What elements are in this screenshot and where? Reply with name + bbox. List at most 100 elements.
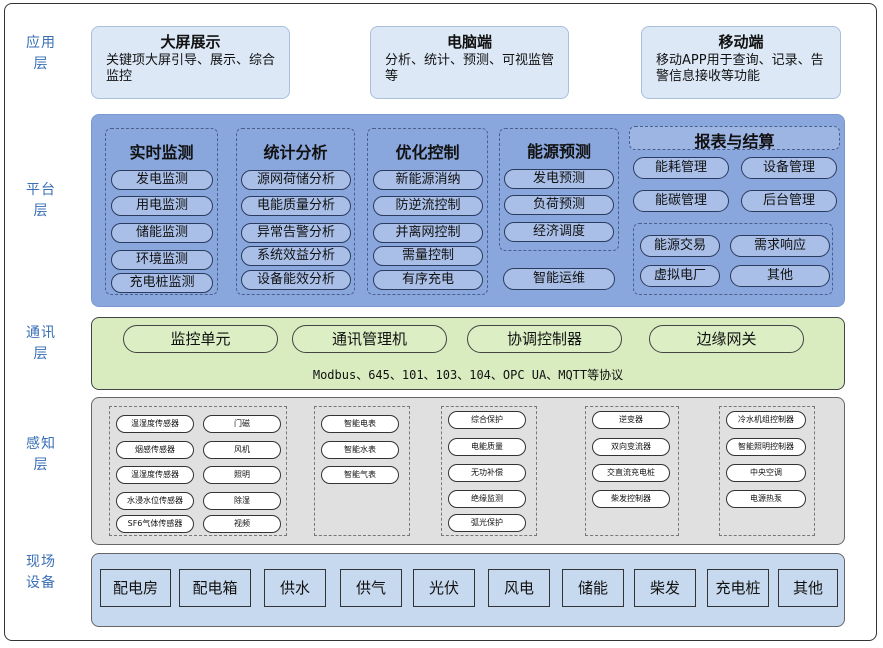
field-device: 供水: [264, 569, 326, 607]
pill: 环境监测: [111, 250, 213, 270]
field-device: 其他: [778, 569, 838, 607]
sensor-group-hvac: 冷水机组控制器 智能照明控制器 中央空调 电源热泵: [719, 406, 815, 536]
pill: 有序充电: [373, 270, 483, 290]
app-desc: 移动APP用于查询、记录、告警信息接收等功能: [656, 53, 824, 84]
pill: 能耗管理: [633, 157, 729, 179]
field-device: 光伏: [413, 569, 475, 607]
app-title: 移动端: [718, 33, 764, 51]
comm-unit: 协调控制器: [467, 325, 622, 353]
sensor-pill: 弧光保护: [448, 514, 526, 532]
group-report-title: 报表与结算: [629, 126, 840, 151]
sensor-pill: SF6气体传感器: [116, 515, 194, 533]
sensor-pill: 交直流充电桩: [592, 464, 670, 482]
app-big-screen: 大屏展示 关键项大屏引导、展示、综合监控: [91, 26, 290, 99]
comm-unit: 边缘网关: [649, 325, 804, 353]
pill: 并离网控制: [373, 223, 483, 243]
sensor-pill: 烟感传感器: [116, 441, 194, 459]
pill: 电能质量分析: [241, 196, 351, 216]
pill: 需量控制: [373, 246, 483, 266]
pill: 发电监测: [111, 170, 213, 190]
sensor-pill: 电能质量: [448, 438, 526, 456]
sensor-group-converters: 逆变器 双向变流器 交直流充电桩 柴发控制器: [585, 406, 679, 536]
field-device: 柴发: [634, 569, 696, 607]
sensor-pill: 综合保护: [448, 411, 526, 429]
field-device: 储能: [562, 569, 624, 607]
sensor-pill: 门磁: [203, 415, 281, 433]
group-forecast: 能源预测 发电预测 负荷预测 经济调度: [499, 128, 619, 251]
pill: 用电监测: [111, 196, 213, 216]
sensor-pill: 冷水机组控制器: [726, 411, 806, 429]
sensor-pill: 无功补偿: [448, 464, 526, 482]
pill: 源网荷储分析: [241, 170, 351, 190]
comm-unit: 通讯管理机: [292, 325, 447, 353]
sensor-pill: 智能水表: [321, 441, 399, 459]
layer-label-perception: 感知层: [26, 436, 56, 473]
group-title: 优化控制: [395, 143, 460, 162]
group-title: 能源预测: [526, 142, 591, 161]
pill: 发电预测: [504, 169, 614, 189]
app-desc: 分析、统计、预测、可视监管等: [385, 53, 555, 84]
pill: 后台管理: [741, 190, 837, 212]
field-device: 供气: [340, 569, 402, 607]
platform-layer: 实时监测 发电监测 用电监测 储能监测 环境监测 充电桩监测 统计分析 源网荷储…: [91, 114, 845, 307]
app-desc: 关键项大屏引导、展示、综合监控: [106, 53, 276, 84]
protocol-text: Modbus、645、101、103、104、OPC UA、MQTT等协议: [312, 368, 624, 382]
pill: 能源交易: [640, 235, 720, 257]
layer-label-application: 应用层: [26, 35, 56, 72]
sensor-pill: 照明: [203, 466, 281, 484]
layer-label-field: 现场设备: [26, 554, 56, 591]
group-title: 实时监测: [129, 143, 194, 162]
sensor-pill: 绝缘监测: [448, 490, 526, 508]
pill: 负荷预测: [504, 195, 614, 215]
field-device: 风电: [488, 569, 550, 607]
app-title: 大屏展示: [160, 33, 221, 51]
sensor-pill: 智能气表: [321, 466, 399, 484]
pill: 储能监测: [111, 223, 213, 243]
sensor-pill: 中央空调: [726, 464, 806, 482]
field-device: 配电箱: [179, 569, 251, 607]
layer-label-communication: 通讯层: [26, 325, 56, 362]
communication-layer: 监控单元 通讯管理机 协调控制器 边缘网关 Modbus、645、101、103…: [91, 317, 845, 390]
sensor-pill: 风机: [203, 441, 281, 459]
sensor-pill: 水浸水位传感器: [116, 492, 194, 510]
app-title: 电脑端: [446, 33, 492, 51]
pill: 设备能效分析: [241, 270, 351, 290]
app-pc: 电脑端 分析、统计、预测、可视监管等: [370, 26, 569, 99]
pill: 新能源消纳: [373, 170, 483, 190]
smart-ops-pill: 智能运维: [503, 268, 615, 290]
sensor-pill: 除湿: [203, 492, 281, 510]
sensor-pill: 柴发控制器: [592, 490, 670, 508]
field-device-layer: 配电房 配电箱 供水 供气 光伏 风电 储能 柴发 充电桩 其他: [91, 553, 845, 627]
sensor-pill: 温湿度传感器: [116, 466, 194, 484]
sensor-pill: 智能电表: [321, 415, 399, 433]
pill: 充电桩监测: [111, 273, 213, 293]
app-mobile: 移动端 移动APP用于查询、记录、告警信息接收等功能: [641, 26, 841, 99]
sensor-group-protection: 综合保护 电能质量 无功补偿 绝缘监测 弧光保护: [441, 406, 537, 536]
pill: 虚拟电厂: [640, 265, 720, 287]
sensor-pill: 逆变器: [592, 411, 670, 429]
group-title: 报表与结算: [694, 132, 775, 151]
group-title: 统计分析: [263, 143, 328, 162]
sensor-group-meters: 智能电表 智能水表 智能气表: [314, 406, 410, 536]
group-optimize: 优化控制 新能源消纳 防逆流控制 并离网控制 需量控制 有序充电: [367, 128, 488, 295]
pill: 其他: [730, 265, 830, 287]
pill: 异常告警分析: [241, 223, 351, 243]
pill: 防逆流控制: [373, 196, 483, 216]
sensor-pill: 双向变流器: [592, 438, 670, 456]
group-trade: 能源交易 需求响应 虚拟电厂 其他: [633, 223, 833, 295]
sensor-pill: 智能照明控制器: [726, 438, 806, 456]
group-stats: 统计分析 源网荷储分析 电能质量分析 异常告警分析 系统效益分析 设备能效分析: [236, 128, 355, 295]
group-realtime: 实时监测 发电监测 用电监测 储能监测 环境监测 充电桩监测: [105, 128, 218, 295]
perception-layer: 温湿度传感器 烟感传感器 温湿度传感器 水浸水位传感器 SF6气体传感器 门磁 …: [91, 397, 845, 545]
sensor-pill: 温湿度传感器: [116, 415, 194, 433]
field-device: 充电桩: [707, 569, 769, 607]
field-device: 配电房: [100, 569, 171, 607]
pill: 设备管理: [741, 157, 837, 179]
comm-unit: 监控单元: [123, 325, 278, 353]
pill: 系统效益分析: [241, 246, 351, 266]
pill: 能碳管理: [633, 190, 729, 212]
layer-label-platform: 平台层: [26, 182, 56, 219]
sensor-pill: 视频: [203, 515, 281, 533]
pill: 经济调度: [504, 222, 614, 242]
pill: 需求响应: [730, 235, 830, 257]
